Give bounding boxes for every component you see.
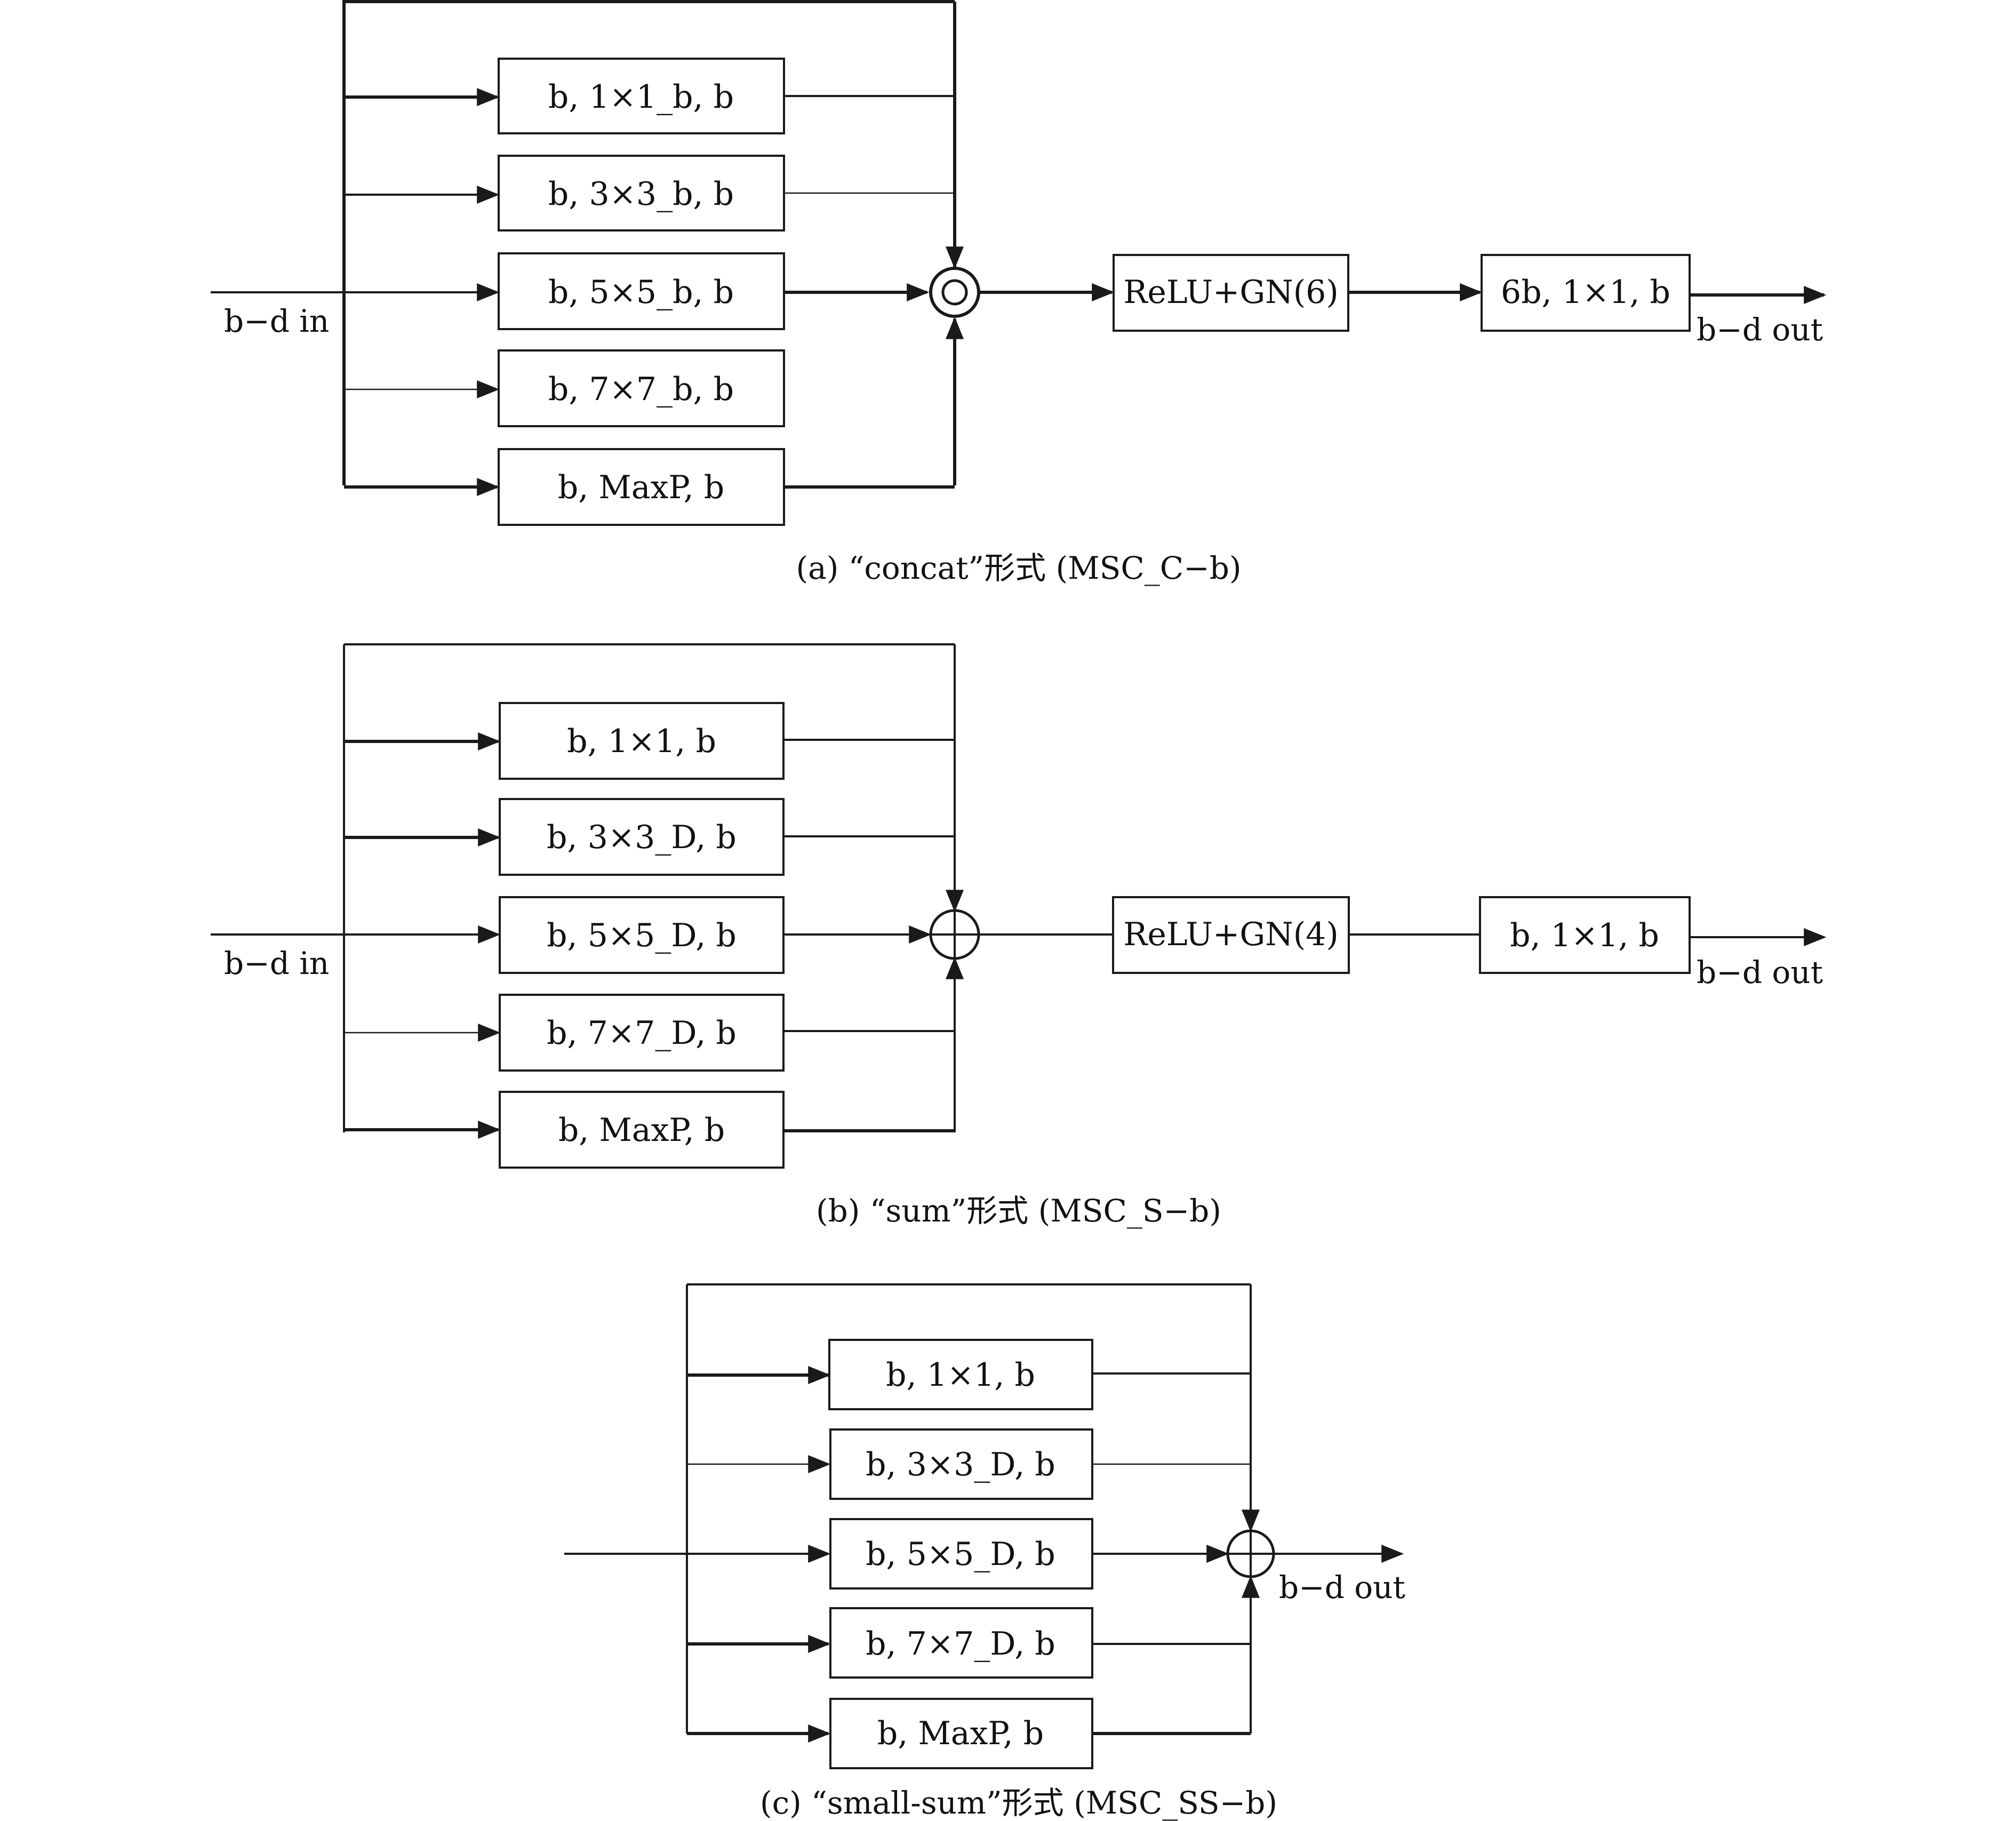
panel-c-output-label: b−d out: [1279, 1569, 1405, 1606]
panel-b-proj-box: [1479, 896, 1691, 974]
panel-b-branch-label-3: b, 5×5_D, b: [547, 917, 737, 954]
panel-c-branch-box-2: [829, 1428, 1093, 1500]
panel-b-branch-box-1: [499, 702, 785, 780]
panel-c-caption: (c) “small-sum”形式 (MSC_SS−b): [760, 1785, 1277, 1821]
panel-b-norm-box: [1112, 896, 1350, 974]
panel-c-branch-label-3: b, 5×5_D, b: [866, 1536, 1055, 1573]
panel-b-input-label: b−d in: [224, 945, 329, 981]
panel-b-branch-label-2: b, 3×3_D, b: [547, 819, 737, 856]
panel-a-concat: b, 1×1_b, b b, 3×3_b, b b, 5×5_b, b b, 7…: [211, 0, 1827, 586]
panel-c-branch-box-3: [829, 1518, 1093, 1590]
panel-b-caption: (b) “sum”形式 (MSC_S−b): [816, 1193, 1221, 1229]
panel-a-norm-label: ReLU+GN(6): [1123, 274, 1339, 311]
panel-c-branch-label-5: b, MaxP, b: [877, 1715, 1044, 1752]
panel-a-concat-node-inner: [941, 279, 968, 306]
panel-a-branch-box-3: [498, 252, 785, 330]
panel-a-proj-box: [1481, 254, 1691, 332]
panel-a-branch-box-4: [498, 349, 785, 427]
panel-a-caption: (a) “concat”形式 (MSC_C−b): [796, 550, 1242, 586]
panel-b-sum: b, 1×1, b b, 3×3_D, b b, 5×5_D, b b, 7×7…: [211, 643, 1827, 1229]
panel-a-input-label: b−d in: [224, 303, 329, 339]
panel-a-branch-box-5: [498, 448, 785, 526]
panel-a-branch-label-2: b, 3×3_b, b: [548, 175, 734, 213]
panel-b-branch-label-1: b, 1×1, b: [567, 723, 716, 760]
panel-c-branch-box-5: [829, 1698, 1093, 1769]
panel-a-branch-box-2: [498, 155, 785, 231]
panel-c-branch-label-1: b, 1×1, b: [886, 1356, 1035, 1394]
panel-a-proj-label: 6b, 1×1, b: [1501, 274, 1670, 311]
panel-b-norm-label: ReLU+GN(4): [1123, 916, 1339, 953]
panel-a-branch-label-3: b, 5×5_b, b: [548, 274, 734, 311]
panel-a-norm-box: [1113, 254, 1349, 332]
panel-c-branch-box-4: [829, 1607, 1093, 1679]
panel-b-branch-label-4: b, 7×7_D, b: [547, 1015, 737, 1052]
panel-c-small-sum: b, 1×1, b b, 3×3_D, b b, 5×5_D, b b, 7×7…: [564, 1283, 1405, 1821]
panel-a-branch-label-4: b, 7×7_b, b: [548, 371, 734, 408]
panel-a-branch-label-1: b, 1×1_b, b: [548, 78, 734, 116]
panel-c-branch-label-4: b, 7×7_D, b: [866, 1625, 1055, 1663]
panel-b-proj-label: b, 1×1, b: [1510, 917, 1659, 954]
panel-c-branch-box-1: [828, 1339, 1093, 1410]
panel-c-branch-label-2: b, 3×3_D, b: [866, 1446, 1055, 1483]
panel-b-branch-box-4: [499, 994, 785, 1072]
panel-b-branch-box-5: [499, 1091, 785, 1169]
panel-a-output-label: b−d out: [1697, 312, 1823, 348]
panel-a-branch-label-5: b, MaxP, b: [558, 469, 724, 506]
panel-b-branch-label-5: b, MaxP, b: [558, 1112, 725, 1149]
panel-b-output-label: b−d out: [1697, 954, 1823, 991]
